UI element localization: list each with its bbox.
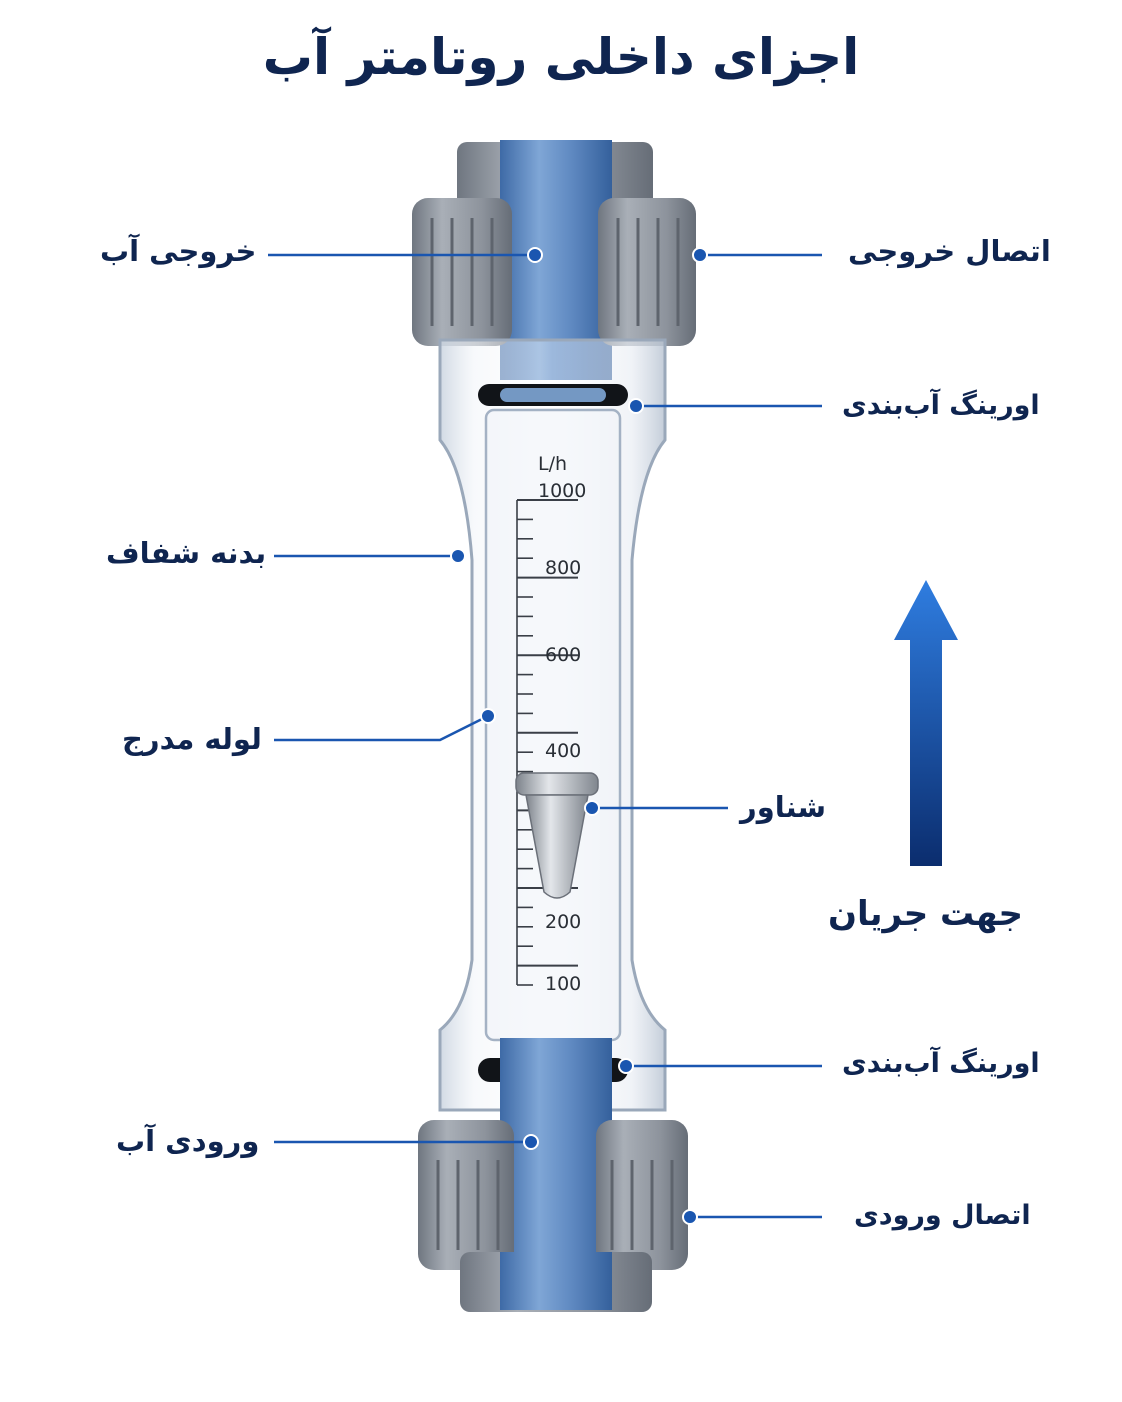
outlet-union-nut (412, 198, 696, 346)
leader-dots (450, 247, 708, 1225)
label-transparent-body: بدنه شفاف (106, 536, 267, 570)
float (515, 772, 599, 899)
label-graduated-tube: لوله مدرج (122, 722, 262, 756)
graduated-tube-shape (484, 408, 622, 1042)
top-oring (478, 384, 628, 406)
scale-label-1000: 1000 (538, 480, 586, 502)
page-title: اجزای داخلی روتامتر آب (262, 28, 860, 86)
leader-lines (268, 253, 822, 1219)
label-top-oring: اورینگ آب‌بندی (842, 390, 1040, 421)
scale-labels: L/h 1000 800 600 400 200 100 (538, 453, 586, 995)
scale-label-200: 200 (545, 911, 581, 933)
label-float: شناور (740, 790, 826, 824)
label-water-inlet: ورودی آب (116, 1124, 260, 1158)
label-flow-direction: جهت جریان (828, 894, 1023, 934)
flow-direction-arrow-icon (894, 580, 958, 866)
label-inlet-connection: اتصال ورودی (854, 1200, 1031, 1231)
scale-label-400: 400 (545, 740, 581, 762)
label-outlet-connection: اتصال خروجی (848, 234, 1051, 268)
scale-label-600: 600 (545, 644, 581, 666)
label-bottom-oring: اورینگ آب‌بندی (842, 1048, 1040, 1079)
inlet-union-nut (418, 1120, 688, 1270)
scale-label-800: 800 (545, 557, 581, 579)
scale-unit-label: L/h (538, 453, 567, 475)
scale-label-100: 100 (545, 973, 581, 995)
label-water-outlet: خروجی آب (100, 234, 257, 268)
